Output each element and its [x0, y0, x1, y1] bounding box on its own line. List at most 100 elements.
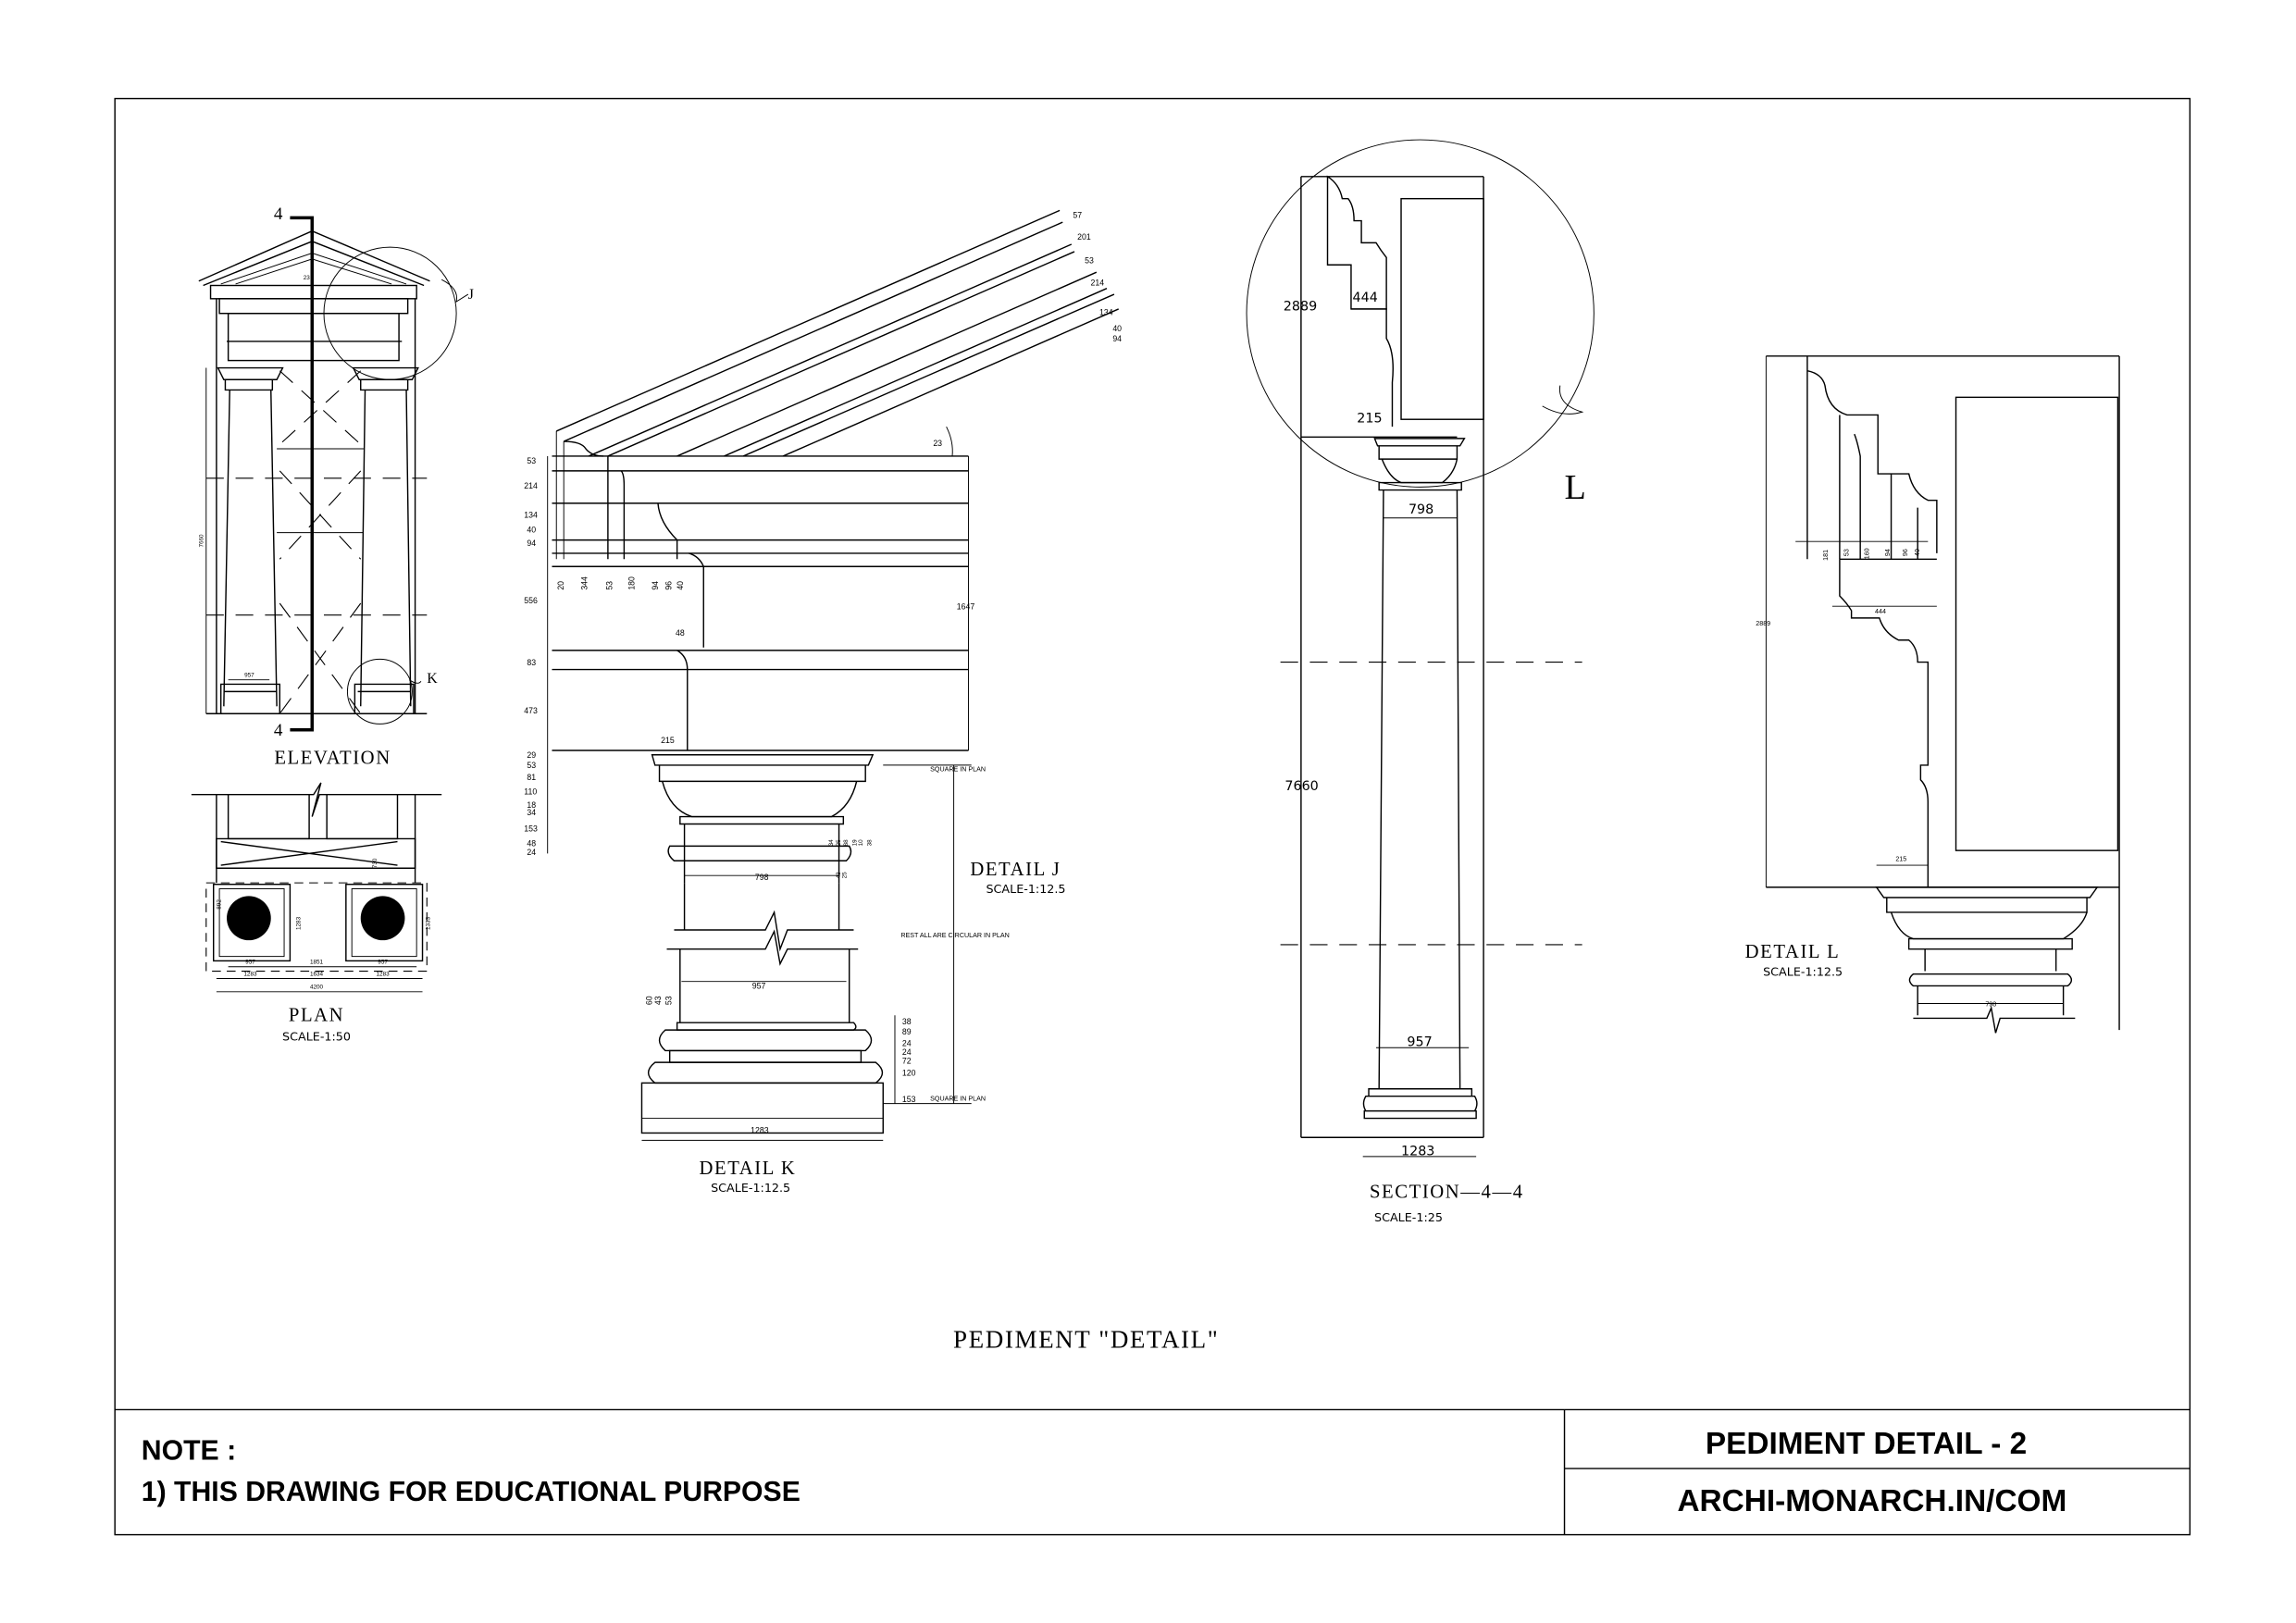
dim-label: 473	[524, 706, 538, 715]
dim-label: 40	[527, 526, 536, 535]
detail-k-scale: SCALE-1:12.5	[711, 1181, 790, 1195]
detail-k-square-note: SQUARE IN PLAN	[930, 1095, 986, 1102]
note-line-1: 1) THIS DRAWING FOR EDUCATIONAL PURPOSE	[142, 1477, 800, 1507]
dim-label: 89	[902, 1027, 912, 1036]
detail-k-title: DETAIL K	[699, 1158, 796, 1179]
dim-label: 110	[524, 787, 537, 797]
detail-j-square-note: SQUARE IN PLAN	[930, 765, 986, 773]
callout-l-label: L	[1565, 468, 1588, 507]
website-label: ARCHI-MONARCH.IN/COM	[1677, 1484, 2066, 1518]
dim-label: 38	[867, 839, 874, 847]
dim-label: 96	[664, 581, 673, 590]
plan-dim-row2-b: 1634	[310, 971, 324, 977]
detail-j-rake-dim-134: 134	[1099, 307, 1113, 316]
detail-j-height: 1647	[957, 601, 975, 611]
plan-dim-730: 730	[372, 858, 379, 868]
dim-label: 25	[842, 872, 849, 879]
detail-j-angle: 23	[933, 439, 942, 448]
plan-dim-row1-b: 1851	[310, 960, 324, 966]
detail-j-rake-dim-214: 214	[1090, 279, 1104, 288]
dim-label: 96	[1902, 549, 1909, 556]
detail-l-dim-444: 444	[1875, 608, 1886, 615]
detail-j-dim-48: 48	[676, 628, 685, 638]
detail-l-dim-215: 215	[1895, 855, 1906, 862]
detail-j-circular-note: REST ALL ARE CIRCULAR IN PLAN	[900, 932, 1009, 939]
dim-label: 94	[651, 581, 660, 590]
dim-label: 72	[902, 1057, 912, 1066]
dim-label: 83	[527, 658, 536, 667]
section-4-4-drawing	[1246, 139, 1595, 1158]
dim-label: 25	[836, 839, 842, 847]
plan-scale: SCALE-1:50	[282, 1029, 351, 1043]
dim-label: 134	[524, 511, 538, 520]
detail-j-rake-dim-57: 57	[1073, 210, 1082, 219]
dim-label: 556	[524, 596, 538, 605]
plan-dim-1283-vertical: 1283	[296, 916, 303, 930]
dim-label: 181	[1822, 550, 1830, 561]
dim-label: 94	[1884, 549, 1892, 556]
detail-j-bottom-dims: 20 344 53 180 94 96 40	[556, 576, 685, 590]
detail-j-rake-dim-40: 40	[1112, 324, 1122, 333]
section-4-4-scale: SCALE-1:25	[1374, 1210, 1443, 1224]
detail-j-title: DETAIL J	[970, 860, 1061, 880]
dim-label: 53	[527, 761, 536, 770]
detail-l-step-dims: 181 53 160 94 96 40	[1822, 548, 1921, 561]
detail-l-title: DETAIL L	[1745, 942, 1841, 962]
dim-label: 34	[828, 839, 835, 847]
dim-label: 20	[556, 581, 565, 590]
dim-label: 40	[1914, 549, 1921, 556]
section-dim-1283: 1283	[1401, 1144, 1434, 1158]
section-mark-bottom: 4	[274, 721, 284, 740]
dim-label: 53	[527, 456, 536, 465]
plan-drawing	[191, 782, 442, 993]
dim-label: 43	[836, 872, 842, 879]
dim-label: 60	[645, 996, 654, 1005]
section-4-4-title: SECTION—4—4	[1370, 1182, 1524, 1202]
dim-label: 153	[524, 824, 538, 833]
dim-label: 38	[902, 1017, 912, 1026]
callout-j-label: J	[468, 287, 476, 303]
section-dim-2889: 2889	[1284, 300, 1317, 315]
dim-label: 180	[627, 576, 637, 590]
detail-j-rake-dim-53: 53	[1085, 256, 1094, 266]
section-mark-top: 4	[274, 204, 284, 224]
section-dim-7660: 7660	[1285, 779, 1318, 794]
section-dim-798: 798	[1409, 502, 1433, 517]
detail-k-dim-153: 153	[902, 1095, 916, 1104]
plan-dim-row1-a: 957	[245, 960, 255, 966]
elevation-height-dim: 7660	[199, 534, 205, 548]
detail-j-rake-dim-94: 94	[1112, 334, 1122, 343]
elevation-angle-dim: 23	[304, 275, 311, 281]
dim-label: 88	[843, 839, 850, 847]
detail-l-dim-2889: 2889	[1756, 620, 1770, 627]
dim-label: 344	[580, 576, 590, 590]
plan-dim-row2-a: 1283	[243, 971, 257, 977]
plan-column-right	[360, 896, 405, 941]
section-dim-957: 957	[1407, 1035, 1432, 1050]
plan-dim-892: 892	[217, 899, 223, 910]
detail-j-drawing	[547, 209, 1119, 1141]
elevation-column-dim: 957	[244, 672, 254, 678]
detail-k-dim-1283: 1283	[751, 1125, 769, 1134]
dim-label: 10	[858, 839, 864, 847]
dim-label: 24	[527, 848, 536, 857]
dim-label: 81	[527, 773, 536, 782]
dim-label: 24	[902, 1039, 912, 1048]
plan-title: PLAN	[289, 1006, 344, 1026]
dim-label: 53	[664, 996, 673, 1005]
dim-label: 29	[527, 750, 536, 760]
dim-label: 53	[605, 581, 614, 590]
dim-label: 19	[852, 839, 859, 847]
section-cut-line-4-4	[290, 216, 315, 732]
dim-label: 53	[1843, 549, 1850, 556]
dim-label: 214	[524, 481, 538, 490]
detail-j-left-dims: 53 214 134 40 94 556 83 473 29 53 81 110…	[524, 456, 538, 857]
dim-label: 24	[902, 1047, 912, 1057]
callout-k-label: K	[427, 671, 439, 687]
plan-column-left	[227, 896, 271, 941]
dim-label: 160	[1864, 548, 1871, 559]
detail-j-dim-798: 798	[755, 873, 769, 882]
plan-dim-row1-c: 957	[378, 960, 388, 966]
detail-j-scale: SCALE-1:12.5	[986, 882, 1065, 896]
